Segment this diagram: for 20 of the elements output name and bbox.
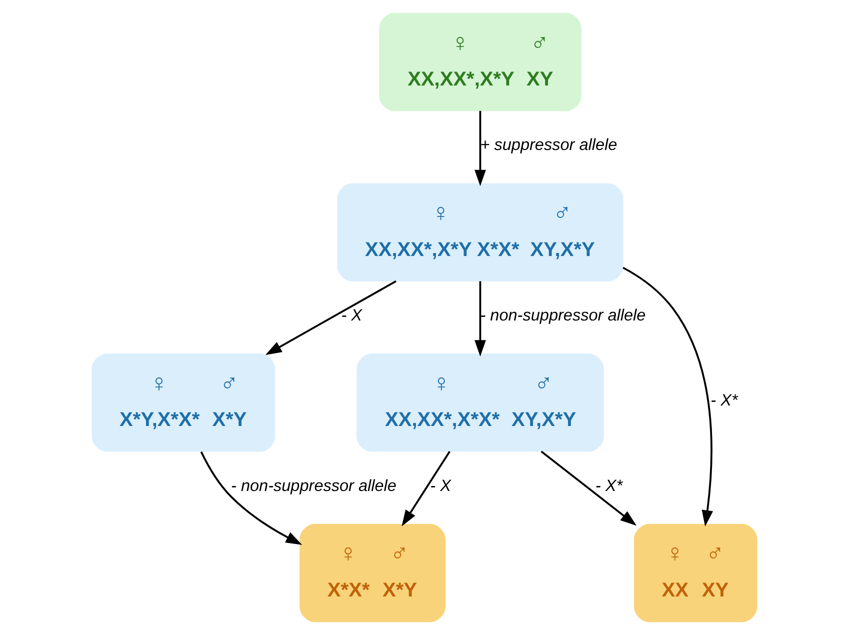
- arrow: [200, 451, 302, 545]
- arrow: [474, 110, 486, 186]
- edge-label: - X*: [594, 476, 622, 495]
- arrow: [474, 281, 486, 356]
- edge-label: - non-suppressor allele: [480, 306, 646, 325]
- node-box: ♀ ♂ XX XY: [633, 524, 757, 622]
- node-box: ♀ ♂ X*Y,X*X* X*Y: [91, 354, 275, 452]
- node-box: ♀ ♂ XX,XX*,X*Y X*X* XY,X*Y: [336, 183, 623, 282]
- edge-label: - X: [430, 476, 450, 495]
- node-box: ♀ ♂ XX,XX*,X*X* XY,X*Y: [356, 354, 604, 452]
- arrow: [540, 450, 636, 526]
- node-box: ♀ ♂ XX,XX*,X*Y XY: [378, 12, 581, 112]
- edge-label: + suppressor allele: [480, 136, 617, 154]
- arrow: [401, 451, 450, 526]
- node-box: ♀ ♂ X*X* X*Y: [299, 524, 445, 622]
- arrow: [622, 266, 713, 527]
- edge-label: - X*: [710, 392, 738, 410]
- arrow: [264, 280, 396, 356]
- edge-label: - X: [340, 306, 362, 325]
- edge-label: - non-suppressor allele: [230, 476, 396, 495]
